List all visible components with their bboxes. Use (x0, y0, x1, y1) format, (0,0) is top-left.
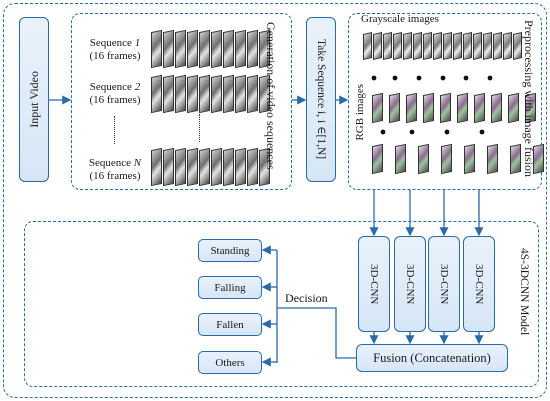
take-sequence-label: Take Sequence i, i ∈[1,N] (315, 39, 327, 160)
output-standing: Standing (198, 239, 262, 262)
generation-panel (71, 13, 292, 190)
output-fallen: Fallen (198, 313, 262, 336)
input-video-box: Input Video (19, 17, 49, 182)
cnn-box-1: 3D-CNN (358, 236, 390, 332)
vertical-ellipsis-right (199, 114, 200, 142)
output-falling: Falling (198, 276, 262, 299)
cnn-box-4: 3D-CNN (463, 236, 495, 332)
cnn-box-3: 3D-CNN (428, 236, 460, 332)
model-title: 4S-3DCNN Model (518, 248, 530, 336)
sequence-1-label: Sequence 1 (16 frames) (89, 37, 141, 62)
grayscale-label: Grayscale images (361, 13, 439, 25)
preprocess-title: Preprocessing with image fusion (522, 20, 536, 177)
preprocess-panel (348, 13, 542, 190)
fusion-label: Fusion (Concatenation) (373, 350, 491, 365)
cnn-box-2: 3D-CNN (394, 236, 426, 332)
fusion-box: Fusion (Concatenation) (356, 344, 508, 372)
outer-border (3, 3, 547, 398)
take-sequence-box: Take Sequence i, i ∈[1,N] (306, 17, 336, 182)
output-others: Others (198, 351, 262, 374)
model-panel (24, 221, 539, 387)
sequence-n-label: Sequence N (16 frames) (88, 157, 142, 182)
decision-label: Decision (285, 291, 328, 305)
generation-title: Generation of video sequences (264, 22, 278, 170)
sequence-2-label: Sequence 2 (16 frames) (89, 81, 141, 106)
vertical-ellipsis-left (114, 116, 115, 144)
